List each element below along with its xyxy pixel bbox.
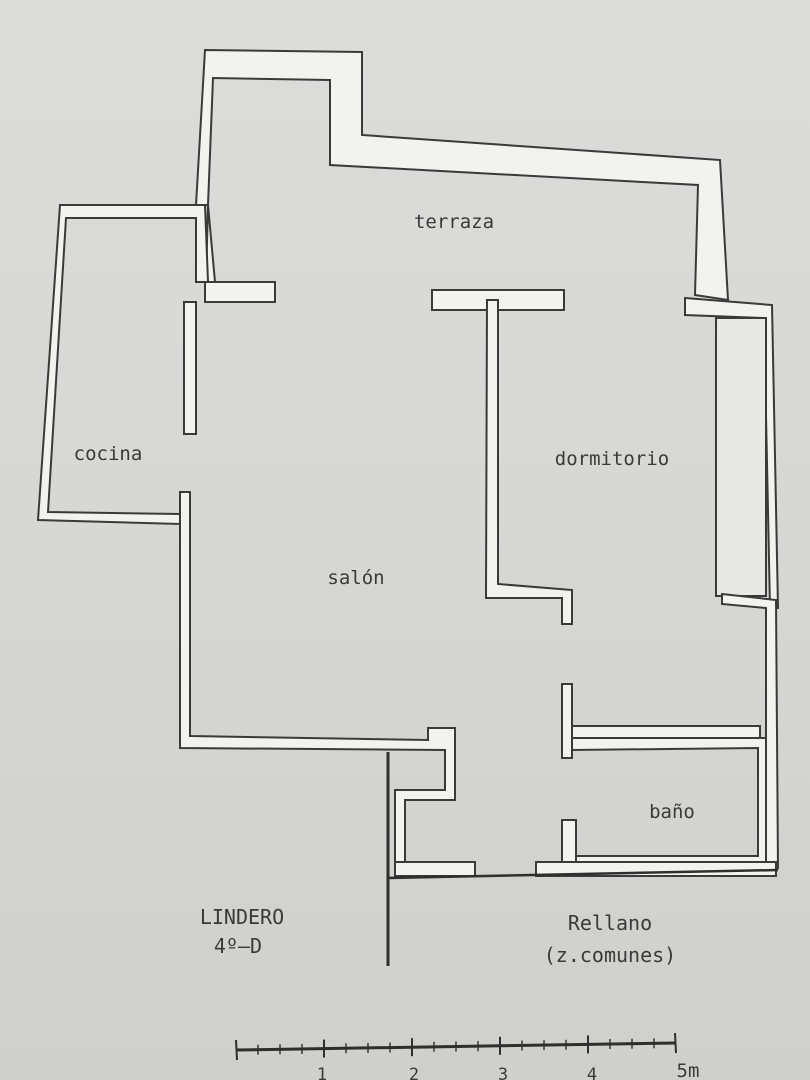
scale-tick-label-2: 2 bbox=[409, 1065, 419, 1080]
terrace-walls bbox=[194, 48, 730, 311]
dormitorio-label: dormitorio bbox=[555, 448, 669, 470]
scale-minor-ticks bbox=[257, 1035, 655, 1058]
salon-walls bbox=[179, 491, 476, 877]
outside-labels: LINDERO 4º–D Rellano (z.comunes) bbox=[200, 905, 676, 967]
boundary-lines bbox=[386, 752, 779, 966]
salon-label: salón bbox=[327, 567, 384, 589]
terraza-label: terraza bbox=[414, 211, 494, 233]
scale-tick-label-4: 4 bbox=[587, 1065, 597, 1080]
scale-tick-label-1: 1 bbox=[317, 1065, 327, 1080]
scale-end-label: 5m bbox=[677, 1060, 700, 1080]
room-labels: terraza cocina dormitorio salón baño bbox=[74, 211, 695, 823]
bathroom-walls bbox=[535, 683, 777, 877]
kitchen-walls bbox=[36, 204, 210, 526]
lindero-label-line1: LINDERO bbox=[200, 905, 284, 929]
scale-bar-end-tick bbox=[674, 1032, 677, 1054]
bano-label: baño bbox=[649, 801, 695, 823]
rellano-label-line1: Rellano bbox=[568, 911, 652, 935]
scale-bar-start-tick bbox=[235, 1039, 238, 1061]
cocina-label: cocina bbox=[74, 443, 143, 465]
bedroom-walls bbox=[484, 299, 573, 625]
scale-bar: 1 2 3 4 5m bbox=[235, 1032, 700, 1080]
scale-tick-label-3: 3 bbox=[498, 1065, 508, 1080]
lindero-label-line2: 4º–D bbox=[214, 934, 262, 958]
right-walls bbox=[684, 296, 780, 869]
rellano-label-line2: (z.comunes) bbox=[544, 943, 676, 967]
